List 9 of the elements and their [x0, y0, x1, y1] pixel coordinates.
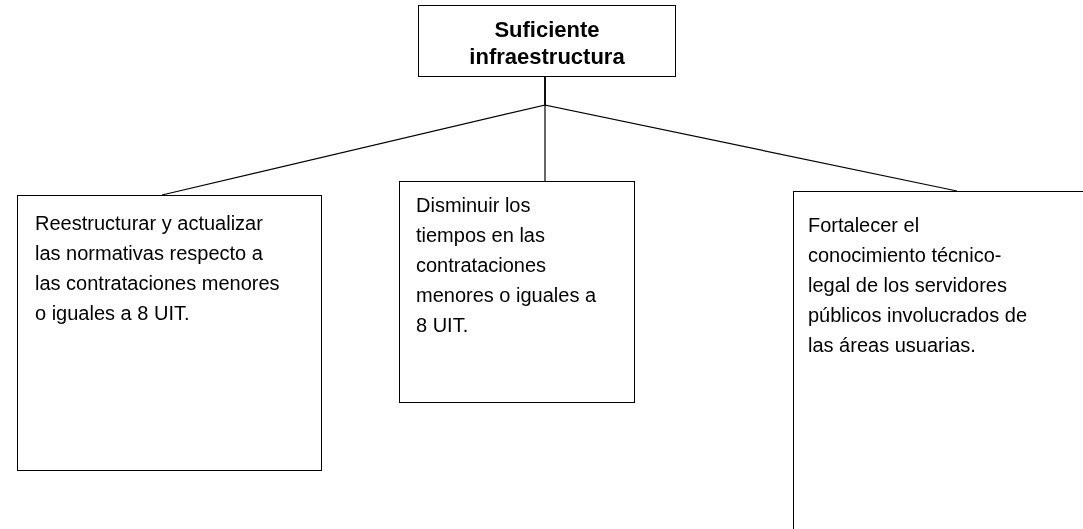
connector-line — [544, 76, 958, 192]
goal-text: Reestructurar y actualizar las normativas respecto a las contrataciones menores o iguales a 8 UIT. — [35, 211, 281, 326]
goal-box — [399, 181, 635, 403]
goal-text: Fortalecer el conocimiento técnico-legal de los servidores públicos involucrados de las áreas usuarias. — [808, 213, 1029, 358]
heading-text: Suficiente infraestructura — [468, 16, 626, 70]
goal-box — [17, 195, 322, 471]
root-box — [418, 5, 676, 77]
goal-box — [793, 191, 1083, 529]
goal-text: Disminuir los tiempos en las contrataciones menores o iguales a 8 UIT. — [416, 193, 598, 338]
